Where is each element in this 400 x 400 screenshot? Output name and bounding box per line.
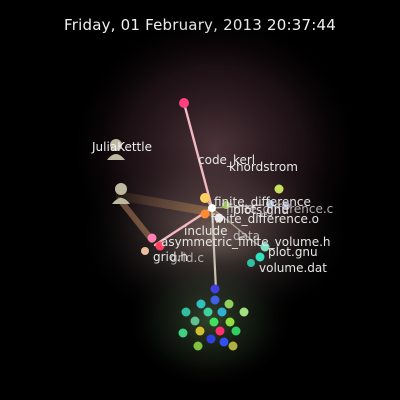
file-labels: code_kerl khordstrom finite_difference p… [153, 153, 333, 275]
file-node [181, 307, 191, 317]
file-node [260, 242, 270, 252]
file-label: plots.gnu [233, 203, 289, 217]
file-node [193, 341, 203, 351]
file-node [274, 184, 284, 194]
file-node [224, 299, 234, 309]
file-label: volume.dat [259, 261, 327, 275]
user-icon [107, 139, 125, 160]
file-node [222, 201, 230, 209]
file-node [155, 241, 165, 251]
file-node [203, 307, 213, 317]
edge-beam [117, 197, 155, 243]
file-node [228, 341, 238, 351]
edge-main [182, 101, 214, 210]
user-icon [112, 183, 130, 204]
edge-main [210, 206, 218, 292]
file-node [247, 259, 255, 267]
file-node [208, 204, 216, 212]
file-label: finite_difference.c [226, 202, 333, 216]
file-label: finite_difference [214, 195, 311, 209]
file-node [195, 326, 205, 336]
file-node [210, 295, 220, 305]
file-label: code_kerl [198, 153, 255, 167]
file-node [214, 213, 224, 223]
file-label: grid.h [153, 250, 188, 264]
file-node [147, 233, 157, 243]
file-node [231, 326, 241, 336]
file-cluster[interactable] [178, 284, 249, 351]
file-node [282, 202, 290, 210]
file-node [178, 328, 188, 338]
file-node [141, 247, 149, 255]
file-label: finite_difference.o [211, 212, 319, 226]
file-node [239, 307, 249, 317]
edge-grey [211, 204, 263, 209]
user-avatar[interactable]: JuliaKettle [91, 139, 152, 160]
file-node [196, 299, 206, 309]
file-label: include [184, 224, 227, 238]
file-label: grid.c [170, 251, 204, 265]
file-node [200, 209, 210, 219]
file-node [190, 316, 200, 326]
file-node [200, 193, 210, 203]
file-label: asymmetric_finite_volume.h [161, 235, 331, 249]
file-label: data [233, 229, 260, 243]
file-node [225, 317, 235, 327]
file-node [209, 317, 219, 327]
file-node [266, 200, 274, 208]
file-node [206, 334, 216, 344]
file-label: khordstrom [229, 160, 298, 174]
file-node [179, 98, 189, 108]
edge-beam [115, 191, 217, 217]
file-node [215, 326, 225, 336]
file-label: plot.gnu [268, 245, 318, 259]
file-node [217, 307, 227, 317]
user-avatar[interactable] [112, 183, 130, 204]
file-node [255, 252, 265, 262]
file-node [219, 337, 229, 347]
user-name-label: JuliaKettle [91, 140, 152, 154]
file-node [210, 284, 220, 294]
file-nodes[interactable] [141, 98, 290, 267]
